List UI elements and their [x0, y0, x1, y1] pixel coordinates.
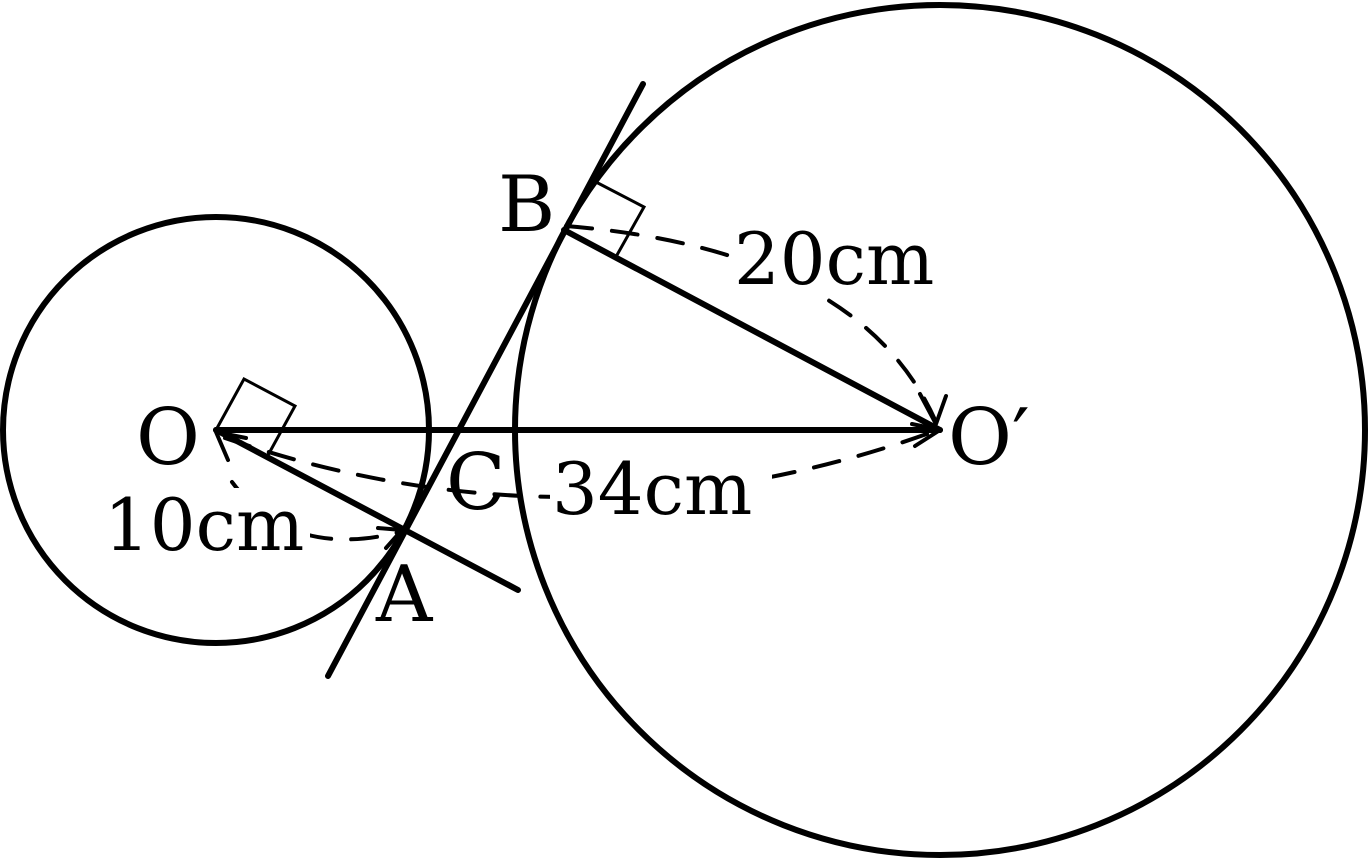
point-label-A: A [375, 550, 434, 640]
point-label-O: O [136, 393, 200, 483]
label-bg-10cm [102, 488, 310, 562]
measure-arrowhead-34cm-O-prime [910, 422, 942, 448]
measure-label-20cm: 20cm [734, 217, 934, 301]
point-label-C: C [446, 438, 506, 528]
measure-arrowhead-10cm-A [376, 526, 404, 550]
label-bg-20cm [732, 222, 954, 296]
measure-arrowhead-34cm-O [214, 430, 248, 462]
radius-O-prime-B [561, 227, 943, 433]
common-tangent-line [325, 81, 646, 679]
point-label-B: B [498, 160, 555, 250]
measure-label-10cm: 10cm [104, 483, 304, 567]
measure-arc-34cm [223, 428, 940, 499]
point-label-O-prime: O′ [948, 393, 1030, 483]
label-bg-34cm [550, 452, 772, 526]
measure-arrowhead-20cm [918, 392, 948, 426]
measure-label-34cm: 34cm [552, 447, 752, 531]
radius-OA [213, 427, 521, 593]
right-angle-marker-B [593, 179, 647, 256]
right-angle-marker-O [214, 376, 298, 458]
